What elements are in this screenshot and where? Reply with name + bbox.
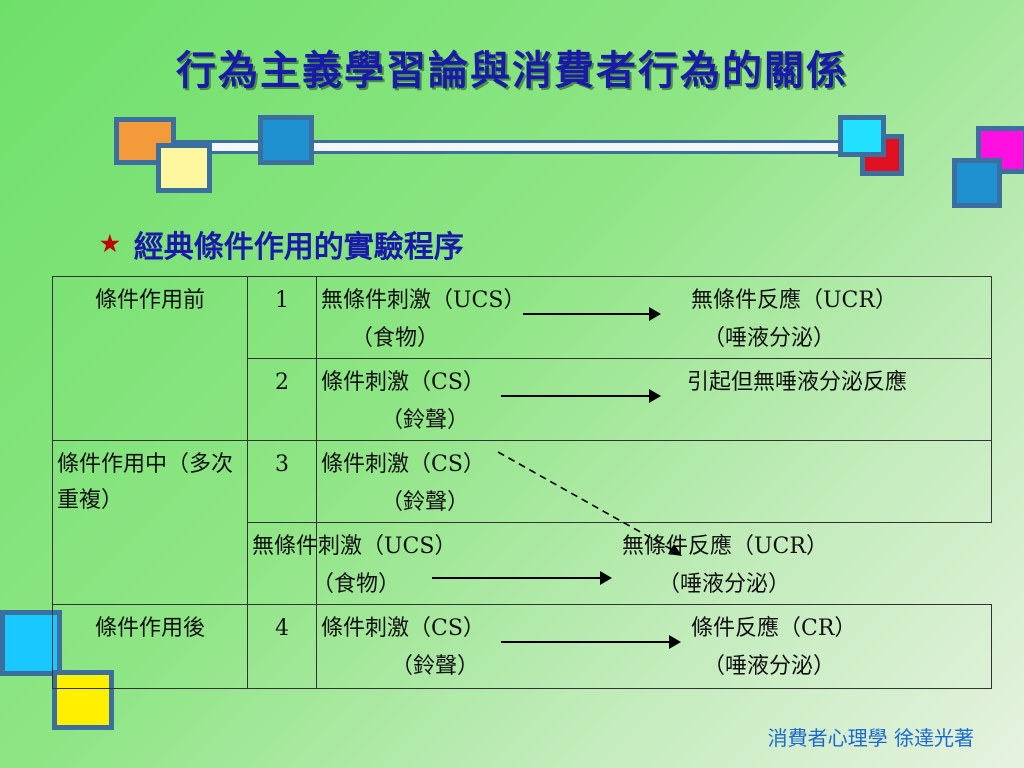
phase-during: 條件作用中（多次重複）	[52, 440, 248, 605]
response-label: 條件反應（CR）	[691, 616, 857, 641]
response-label: 無條件反應（UCR）	[691, 288, 897, 313]
decorative-square-blue-right	[952, 158, 1002, 208]
arrow-icon	[432, 571, 612, 585]
slide-title: 行為主義學習論與消費者行為的關係	[176, 47, 848, 94]
response-note: （唾液分泌）	[658, 572, 791, 597]
row-content: 無條件刺激（UCS） （食物） 無條件反應（UCR） （唾液分泌）	[247, 522, 828, 605]
phase-before: 條件作用前	[52, 276, 248, 441]
stimulus-note: （鈴聲）	[381, 408, 470, 433]
stimulus-label: 條件刺激（CS）	[321, 370, 485, 395]
decorative-bar	[160, 140, 880, 154]
star-bullet-icon: ★	[100, 231, 120, 257]
decorative-square-lightyellow	[156, 143, 212, 193]
phase-after: 條件作用後	[52, 604, 248, 689]
decorative-square-cyan	[838, 115, 886, 157]
table-row: 條件作用中（多次重複） 3 條件刺激（CS） （鈴聲）	[52, 440, 992, 605]
row-content: 條件刺激（CS） （鈴聲） 引起但無唾液分泌反應	[316, 358, 992, 441]
arrow-icon	[501, 389, 661, 403]
stimulus-label: 無條件刺激（UCS）	[252, 534, 457, 559]
stimulus-note: （鈴聲）	[391, 654, 480, 679]
step-number: 2	[247, 358, 317, 441]
stimulus-label: 條件刺激（CS）	[321, 616, 485, 641]
stimulus-label: 條件刺激（CS）	[321, 452, 485, 477]
response-note: （唾液分泌）	[703, 654, 836, 679]
decorative-square-blue	[258, 115, 314, 165]
subtitle-text: 經典條件作用的實驗程序	[133, 230, 464, 265]
arrow-icon	[523, 307, 661, 321]
table-row: 條件作用後 4 條件刺激（CS） （鈴聲） 條件反應（CR） （唾液分泌）	[52, 604, 992, 689]
table-row: 2 條件刺激（CS） （鈴聲） 引起但無唾液分泌反應	[53, 358, 992, 441]
stimulus-note: （食物）	[312, 572, 401, 597]
subtitle: ★ 經典條件作用的實驗程序	[100, 222, 464, 266]
footer-credit: 消費者心理學 徐達光著	[767, 726, 974, 750]
stimulus-label: 無條件刺激（UCS）	[321, 288, 526, 313]
row-content: 無條件刺激（UCS） （食物） 無條件反應（UCR） （唾液分泌）	[316, 276, 992, 359]
step-number: 4	[247, 604, 317, 689]
step-number: 1	[247, 276, 317, 359]
step-number: 3	[247, 440, 317, 523]
row-content: 條件刺激（CS） （鈴聲） 條件反應（CR） （唾液分泌）	[316, 604, 992, 689]
table-row: 無條件刺激（UCS） （食物） 無條件反應（UCR） （唾液分泌）	[53, 522, 992, 605]
stimulus-note: （食物）	[351, 326, 440, 351]
conditioning-table: 條件作用前 1 無條件刺激（UCS） （食物） 無條件反應（UCR） （唾液分泌…	[52, 276, 992, 689]
stimulus-note: （鈴聲）	[381, 490, 470, 515]
response-note: （唾液分泌）	[703, 326, 836, 351]
arrow-icon	[501, 635, 681, 649]
response-label: 無條件反應（UCR）	[622, 534, 828, 559]
table-row: 條件作用前 1 無條件刺激（UCS） （食物） 無條件反應（UCR） （唾液分泌…	[52, 276, 992, 441]
row-content: 條件刺激（CS） （鈴聲）	[316, 440, 992, 523]
response-label: 引起但無唾液分泌反應	[687, 370, 908, 395]
